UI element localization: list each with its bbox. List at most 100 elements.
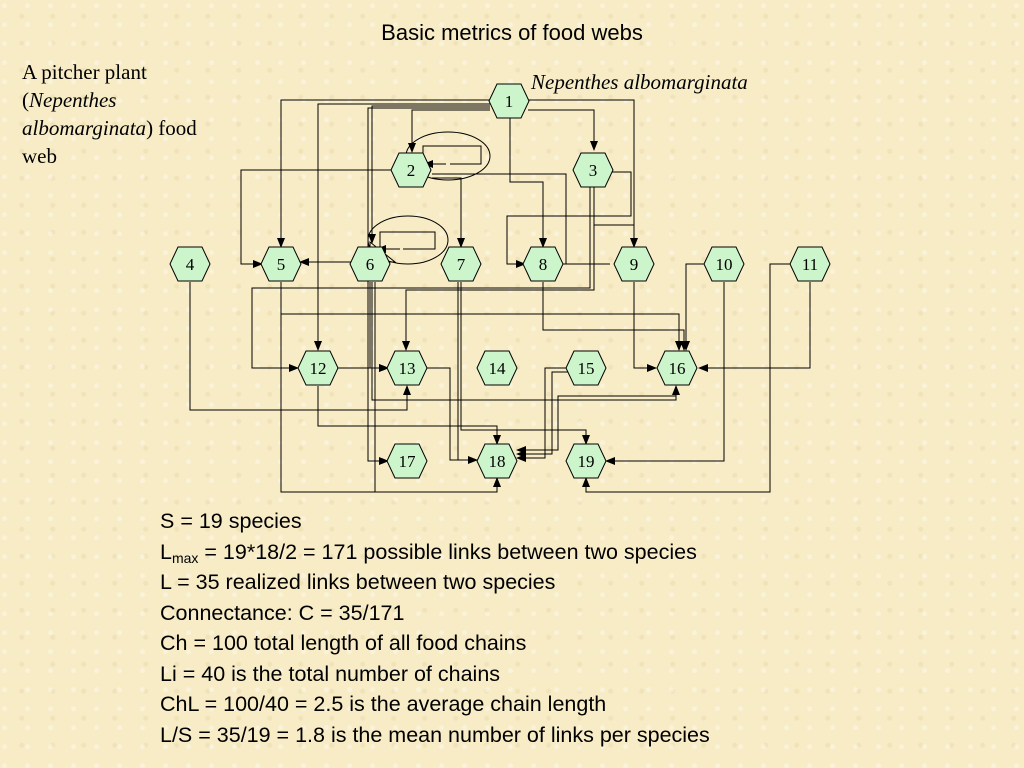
node-label: 18 — [489, 452, 506, 471]
node-hexagon — [260, 246, 302, 282]
node-hexagon — [297, 350, 339, 386]
edge-6-13 — [369, 282, 389, 372]
node-label: 11 — [802, 255, 818, 274]
edge-1-8 — [509, 118, 547, 248]
species-label: Nepenthes albomarginata — [531, 70, 748, 94]
edge-11-16 — [698, 282, 811, 372]
node-hexagon — [703, 246, 745, 282]
edge-8-16 — [542, 282, 688, 351]
node-label: 9 — [630, 255, 639, 274]
node-label: 16 — [669, 359, 686, 378]
edge-3-16 — [251, 186, 591, 372]
node-7: 7 — [440, 246, 482, 282]
loop-2 — [422, 145, 482, 165]
metric-lmax-rest: = 19*18/2 = 171 possible links between t… — [198, 539, 697, 564]
node-6: 6 — [349, 246, 391, 282]
node-label: 7 — [457, 255, 466, 274]
node-hexagon — [613, 246, 655, 282]
edge-13-18 — [426, 367, 477, 461]
edge-5-16 — [280, 282, 683, 351]
edge-1-3 — [528, 109, 598, 151]
edge-4-13 — [189, 282, 411, 411]
caption: A pitcher plant (Nepenthes albomarginata… — [22, 58, 252, 170]
node-label: 1 — [505, 92, 514, 111]
node-10: 10 — [703, 246, 745, 282]
node-1: 1 — [488, 83, 530, 119]
node-label: 2 — [407, 161, 416, 180]
node-15: 15 — [565, 350, 607, 386]
node-19: 19 — [565, 443, 607, 479]
edge-1-5 — [277, 99, 490, 248]
node-8: 8 — [522, 246, 564, 282]
edge-9-16 — [633, 282, 657, 372]
node-hexagon — [572, 152, 614, 188]
loop-ellipse-6 — [367, 215, 449, 265]
node-9: 9 — [613, 246, 655, 282]
metric-chain-average: ChL = 100/40 = 2.5 is the average chain … — [160, 692, 607, 716]
node-label: 13 — [399, 359, 416, 378]
edge-7-19 — [460, 282, 590, 445]
node-hexagon — [565, 443, 607, 479]
edge-5-18 — [280, 282, 501, 493]
edge-2-5 — [240, 169, 392, 268]
edge-2-7 — [432, 177, 465, 248]
node-16: 16 — [656, 350, 698, 386]
metric-lmax: Lmax = 19*18/2 = 171 possible links betw… — [160, 537, 710, 568]
node-label: 14 — [489, 359, 507, 378]
edge-11-19 — [582, 263, 790, 493]
node-label: 8 — [539, 255, 548, 274]
node-label: 17 — [399, 452, 417, 471]
node-hexagon — [440, 246, 482, 282]
node-18: 18 — [476, 443, 518, 479]
metric-lmax-sub: max — [171, 549, 199, 566]
node-17: 17 — [386, 443, 428, 479]
node-label: 12 — [310, 359, 327, 378]
metric-lmax-prefix: L — [160, 539, 172, 564]
edge-1-12 — [314, 103, 490, 351]
node-label: 5 — [277, 255, 286, 274]
edge-10-16 — [682, 263, 706, 351]
edge-3-9b — [593, 186, 634, 226]
caption-genus: Nepenthes — [29, 88, 117, 112]
metric-links-per-species: L/S = 35/19 = 1.8 is the mean number of … — [160, 722, 710, 747]
metric-chain-count: Li = 40 is the total number of chains — [160, 661, 501, 686]
node-hexagon — [386, 350, 428, 386]
slide-title: Basic metrics of food webs — [381, 20, 643, 45]
node-4: 4 — [169, 246, 211, 282]
caption-line-4: web — [22, 144, 57, 168]
node-label: 15 — [578, 359, 595, 378]
edge-3-9 — [506, 171, 632, 268]
node-label: 4 — [186, 255, 195, 274]
node-hexagon — [656, 350, 698, 386]
caption-line-3: albomarginata) food — [22, 114, 252, 142]
caption-line-1: A pitcher plant — [22, 60, 147, 84]
edge-15-18b — [516, 371, 568, 458]
node-5: 5 — [260, 246, 302, 282]
node-hexagon — [565, 350, 607, 386]
caption-species: albomarginata — [22, 116, 147, 140]
edge-16-18 — [516, 386, 677, 454]
metrics-list: S = 19 species Lmax = 19*18/2 = 171 poss… — [160, 506, 710, 750]
edge-10-19 — [605, 282, 725, 465]
edge-12-19 — [317, 386, 501, 445]
node-2: 2 — [390, 152, 432, 188]
metric-connectance: Connectance: C = 35/171 — [160, 600, 405, 625]
caption-open-paren: ( — [22, 88, 29, 112]
node-hexagon — [390, 152, 432, 188]
edge-1-9 — [528, 99, 638, 248]
node-label: 19 — [578, 452, 595, 471]
node-12: 12 — [297, 350, 339, 386]
node-11: 11 — [789, 246, 831, 282]
node-hexagon — [488, 83, 530, 119]
node-hexagon — [789, 246, 831, 282]
node-13: 13 — [386, 350, 428, 386]
node-hexagon — [476, 350, 518, 386]
node-hexagon — [349, 246, 391, 282]
caption-close: ) food — [146, 116, 197, 140]
node-hexagon — [476, 443, 518, 479]
metric-species: S = 19 species — [160, 509, 302, 533]
node-hexagon — [169, 246, 211, 282]
edge-1-6 — [368, 105, 490, 244]
edge-15-18 — [516, 367, 568, 462]
